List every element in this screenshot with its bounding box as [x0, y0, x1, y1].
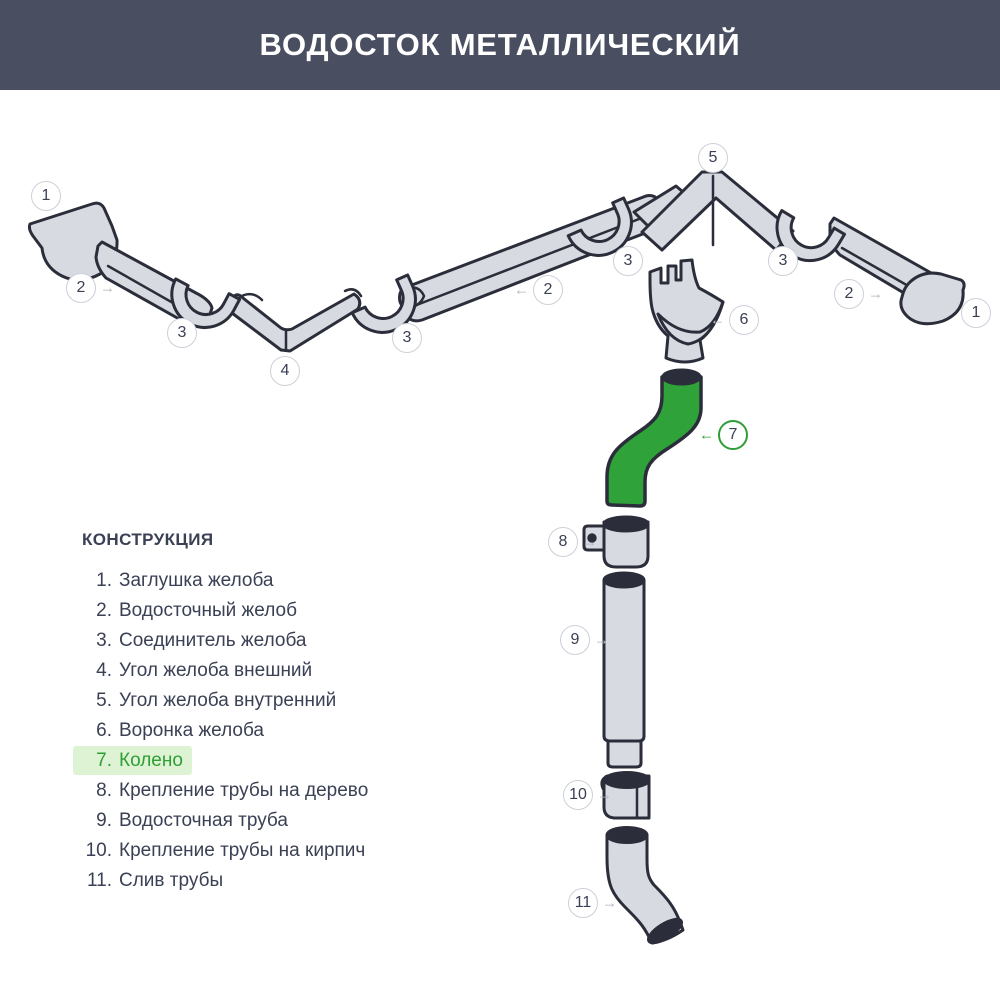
arrow-right-icon: → [597, 786, 612, 804]
arrow-right-icon: → [868, 285, 883, 303]
legend-item-5: 5. Угол желоба внутренний [73, 686, 345, 715]
arrow-left-icon: ← [699, 426, 714, 444]
legend-item-label: Заглушка желоба [119, 570, 274, 591]
legend-item-label: Воронка желоба [119, 720, 264, 741]
part-outlet [605, 826, 685, 945]
legend-item-number: 9. [96, 810, 112, 831]
callout-7-highlighted: ← 7 [699, 420, 748, 450]
legend-item-label: Угол желоба внешний [119, 660, 313, 681]
callout-circle: 7 [718, 420, 748, 450]
callout-11: 11 → [568, 888, 617, 918]
legend-item-number: 7. [96, 750, 112, 771]
callout-circle: 9 [560, 625, 590, 655]
part-end-cap-right [899, 271, 966, 326]
legend-item-number: 10. [85, 840, 112, 861]
legend: КОНСТРУКЦИЯ 1. Заглушка желоба 2. Водост… [73, 530, 377, 896]
callout-circle: 8 [548, 527, 578, 557]
legend-item-label: Водосточная труба [119, 810, 288, 831]
legend-item-6: 6. Воронка желоба [73, 716, 273, 745]
legend-item-3: 3. Соединитель желоба [73, 626, 315, 655]
legend-item-10: 10. Крепление трубы на кирпич [73, 836, 374, 865]
callout-circle: 4 [270, 356, 300, 386]
legend-item-label: Слив трубы [119, 870, 224, 891]
legend-item-label: Водосточный желоб [119, 600, 297, 621]
arrow-right-icon: → [594, 631, 609, 649]
callout-circle: 3 [392, 323, 422, 353]
legend-item-number: 3. [96, 630, 112, 651]
legend-item-number: 2. [96, 600, 112, 621]
arrow-left-icon: ← [514, 281, 529, 299]
legend-item-11: 11. Слив трубы [73, 866, 232, 895]
legend-item-1: 1. Заглушка желоба [73, 566, 283, 595]
part-downpipe [602, 571, 646, 769]
callout-circle: 2 [533, 275, 563, 305]
callout-circle: 1 [31, 181, 61, 211]
callout-circle: 5 [698, 143, 728, 173]
callout-9: 9 → [560, 625, 609, 655]
callout-3-mid-left: 3 [392, 323, 422, 353]
legend-item-4: 4. Угол желоба внешний [73, 656, 321, 685]
part-wood-mount [582, 515, 650, 569]
callout-circle: 10 [563, 780, 593, 810]
legend-item-number: 1. [96, 570, 112, 591]
callout-4: 4 [270, 356, 300, 386]
legend-item-label: Крепление трубы на дерево [119, 780, 369, 801]
legend-item-label: Угол желоба внутренний [119, 690, 337, 711]
callout-2-middle: ← 2 [514, 275, 563, 305]
callout-circle: 11 [568, 888, 598, 918]
legend-item-number: 4. [96, 660, 112, 681]
callout-6: ← 6 [710, 305, 759, 335]
callout-3-right: 3 [768, 246, 798, 276]
legend-item-2: 2. Водосточный желоб [73, 596, 306, 625]
callout-8: 8 → [548, 527, 597, 557]
callout-circle: 3 [613, 246, 643, 276]
legend-item-7-highlighted: 7. Колено [73, 746, 192, 775]
page-header: ВОДОСТОК МЕТАЛЛИЧЕСКИЙ [0, 0, 1000, 90]
part-outer-corner [226, 288, 363, 353]
callout-circle: 2 [66, 273, 96, 303]
arrow-left-icon: ← [710, 311, 725, 329]
callout-3-mid-right: 3 [613, 246, 643, 276]
callout-3-left: 3 [167, 318, 197, 348]
callout-5: 5 [698, 143, 728, 173]
callout-1-right: 1 [961, 298, 991, 328]
legend-item-number: 5. [96, 690, 112, 711]
arrow-right-icon: → [602, 894, 617, 912]
callout-10: 10 → [563, 780, 612, 810]
arrow-right-icon: → [100, 279, 115, 297]
part-funnel [648, 258, 725, 364]
callout-circle: 1 [961, 298, 991, 328]
callout-circle: 3 [167, 318, 197, 348]
legend-title: КОНСТРУКЦИЯ [82, 530, 214, 549]
callout-1-left: 1 [31, 181, 61, 211]
callout-circle: 2 [834, 279, 864, 309]
callout-circle: 6 [729, 305, 759, 335]
legend-item-number: 11. [86, 870, 112, 891]
legend-item-number: 6. [96, 720, 112, 741]
legend-item-label: Колено [119, 750, 183, 771]
part-inner-corner [640, 170, 795, 252]
part-brick-mount [600, 771, 651, 820]
legend-item-9: 9. Водосточная труба [73, 806, 297, 835]
callout-2-left: 2 → [66, 273, 115, 303]
legend-item-label: Соединитель желоба [119, 630, 307, 651]
callout-circle: 3 [768, 246, 798, 276]
part-elbow-highlighted [605, 368, 703, 508]
page-title: ВОДОСТОК МЕТАЛЛИЧЕСКИЙ [259, 27, 741, 62]
callout-2-right: 2 → [834, 279, 883, 309]
legend-item-label: Крепление трубы на кирпич [119, 840, 366, 861]
legend-item-8: 8. Крепление трубы на дерево [73, 776, 377, 805]
legend-item-number: 8. [96, 780, 112, 801]
arrow-right-icon: → [582, 533, 597, 551]
